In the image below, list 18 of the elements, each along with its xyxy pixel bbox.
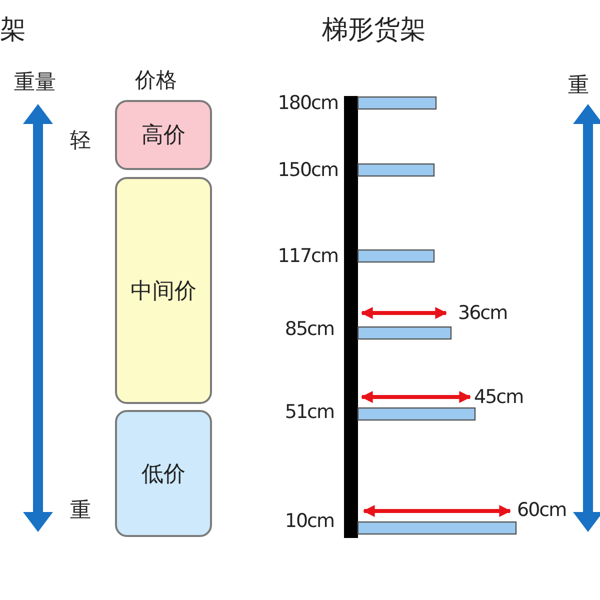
scale-label: 轻 bbox=[70, 130, 91, 150]
axis-label: 重量 bbox=[14, 72, 56, 92]
height-label: 117cm bbox=[278, 246, 338, 266]
width-label: 36cm bbox=[458, 304, 508, 322]
price-box: 低价 bbox=[115, 410, 212, 537]
title: 梯形货架 bbox=[322, 17, 426, 43]
width-label: 45cm bbox=[474, 388, 524, 406]
width-label: 60cm bbox=[517, 500, 566, 520]
height-label: 180cm bbox=[278, 94, 338, 112]
height-label: 51cm bbox=[284, 402, 334, 422]
axis-label: 重 bbox=[568, 74, 589, 96]
price-box: 高价 bbox=[115, 100, 212, 170]
height-label: 85cm bbox=[284, 320, 334, 338]
height-label: 10cm bbox=[284, 512, 334, 530]
height-label: 150cm bbox=[278, 160, 338, 180]
price-box: 中间价 bbox=[115, 177, 212, 404]
scale-label: 重 bbox=[70, 500, 91, 520]
title-fragment: 架 bbox=[0, 17, 26, 43]
